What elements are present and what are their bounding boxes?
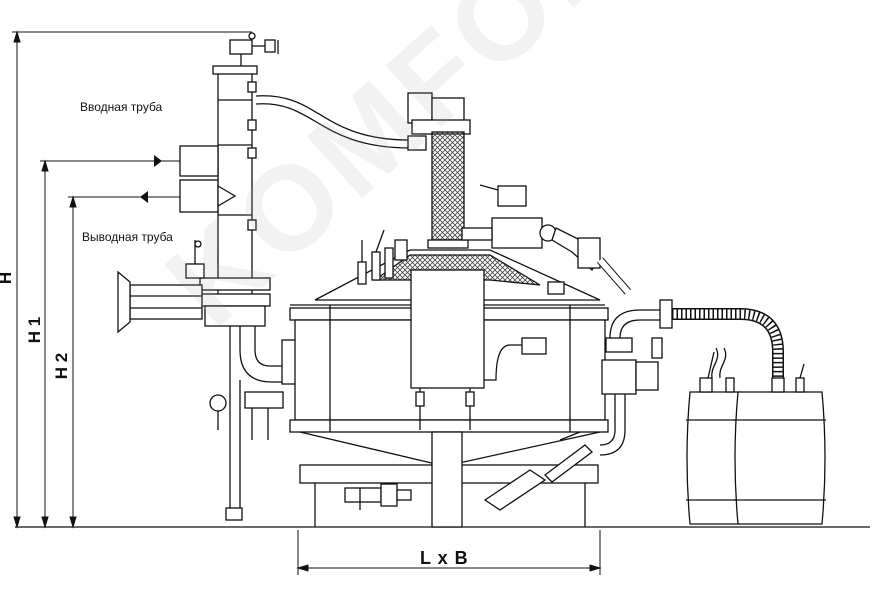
inlet-pipe-label: Вводная труба (80, 100, 163, 114)
dimension-h1-line (40, 159, 160, 529)
dimension-h2-label: H 2 (52, 352, 72, 380)
vertical-column (179, 32, 279, 296)
flexible-hose (672, 308, 784, 385)
outlet-pipe-label: Выводная труба (82, 230, 173, 244)
drum-left (686, 347, 744, 525)
outlet-arrow (140, 191, 185, 203)
motor-housing (407, 92, 471, 249)
drum-right (734, 363, 826, 525)
dimension-h2-line (68, 195, 150, 529)
dimension-h-label: H (0, 272, 16, 284)
dimension-h-line (12, 30, 252, 529)
inlet-hose (255, 95, 427, 151)
column-lower-assembly (117, 240, 297, 521)
tank-bottom-frame (299, 431, 601, 528)
dimension-lxb-line (296, 530, 602, 575)
dimension-lxb-label: L x B (420, 548, 469, 568)
right-pipe-assembly (599, 299, 673, 456)
dimension-h1-label: H 1 (25, 316, 45, 344)
tank-body (289, 269, 609, 433)
side-valve-assembly (461, 184, 632, 295)
